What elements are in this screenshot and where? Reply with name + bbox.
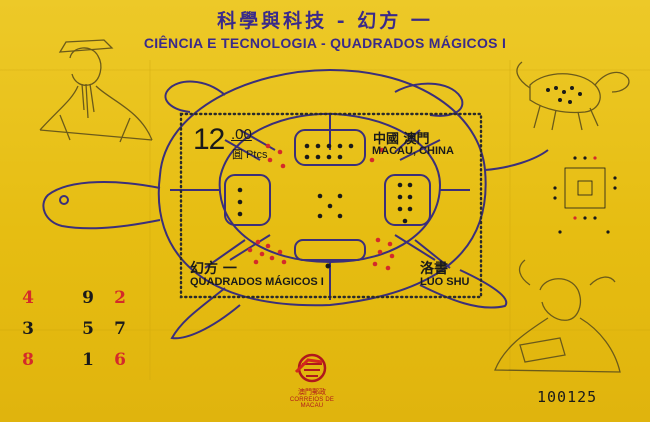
stamp-country-portuguese: MACAU, CHINA [372, 145, 454, 157]
stamp-currency: 圓 Ptcs [232, 149, 268, 161]
stamp-luoshu-chinese: 洛書 [420, 261, 448, 277]
stamp-perforation [179, 112, 483, 299]
scholar-illustration [39, 39, 153, 143]
river-map-diagram [553, 156, 617, 234]
stamp-magic-square-chinese: 幻方 一 [190, 261, 237, 277]
magic-square-cell: 6 [114, 350, 126, 370]
turtle-outline [42, 68, 549, 340]
turtle-inner-shell [218, 112, 442, 264]
turtle-front-left-leg [164, 80, 226, 113]
stamp-luoshu-portuguese: LUO SHU [420, 276, 470, 288]
stamp-magic-square-portuguese: QUADRADOS MÁGICOS I [190, 276, 324, 288]
logo-name-chinese: 澳門郵政 [298, 388, 326, 396]
stamp-face-value: 12 [193, 123, 225, 156]
magic-square-cell: 8 [22, 350, 34, 370]
stamp-country-chinese: 中國 澳門 [373, 132, 430, 147]
turtle-back-left-leg [170, 287, 241, 340]
luoshu-dots [237, 143, 413, 269]
turtle-tail [484, 149, 549, 171]
magic-square-cell: 2 [114, 288, 126, 308]
turtle-head [42, 181, 161, 230]
dragon-horse-illustration [516, 61, 630, 131]
turtle-front-right-leg [394, 82, 464, 117]
luoshu-red-dots [247, 143, 395, 271]
magic-square-cell: 7 [114, 319, 126, 339]
magic-square-cell: 5 [82, 319, 94, 339]
logo-name-portuguese: CORREIOS DE MACAU [289, 397, 335, 409]
correios-macau-logo [294, 353, 327, 383]
stamp-face-value-decimal: .00 [231, 126, 252, 143]
magic-square-cell: 3 [22, 319, 34, 339]
magic-square-cell: 9 [82, 288, 94, 308]
sheet-title-chinese: 科學與科技 - 幻方 一 [217, 10, 433, 32]
magic-square-cell: 1 [82, 350, 94, 370]
turtle-eye [59, 195, 69, 205]
sage-illustration [494, 259, 621, 373]
sheet-title-portuguese: CIÊNCIA E TECNOLOGIA - QUADRADOS MÁGICOS… [143, 35, 507, 51]
sheet-serial-number: 100125 [537, 388, 598, 406]
dragon-horse-dots [546, 86, 582, 104]
magic-square-cell: 4 [22, 288, 34, 308]
